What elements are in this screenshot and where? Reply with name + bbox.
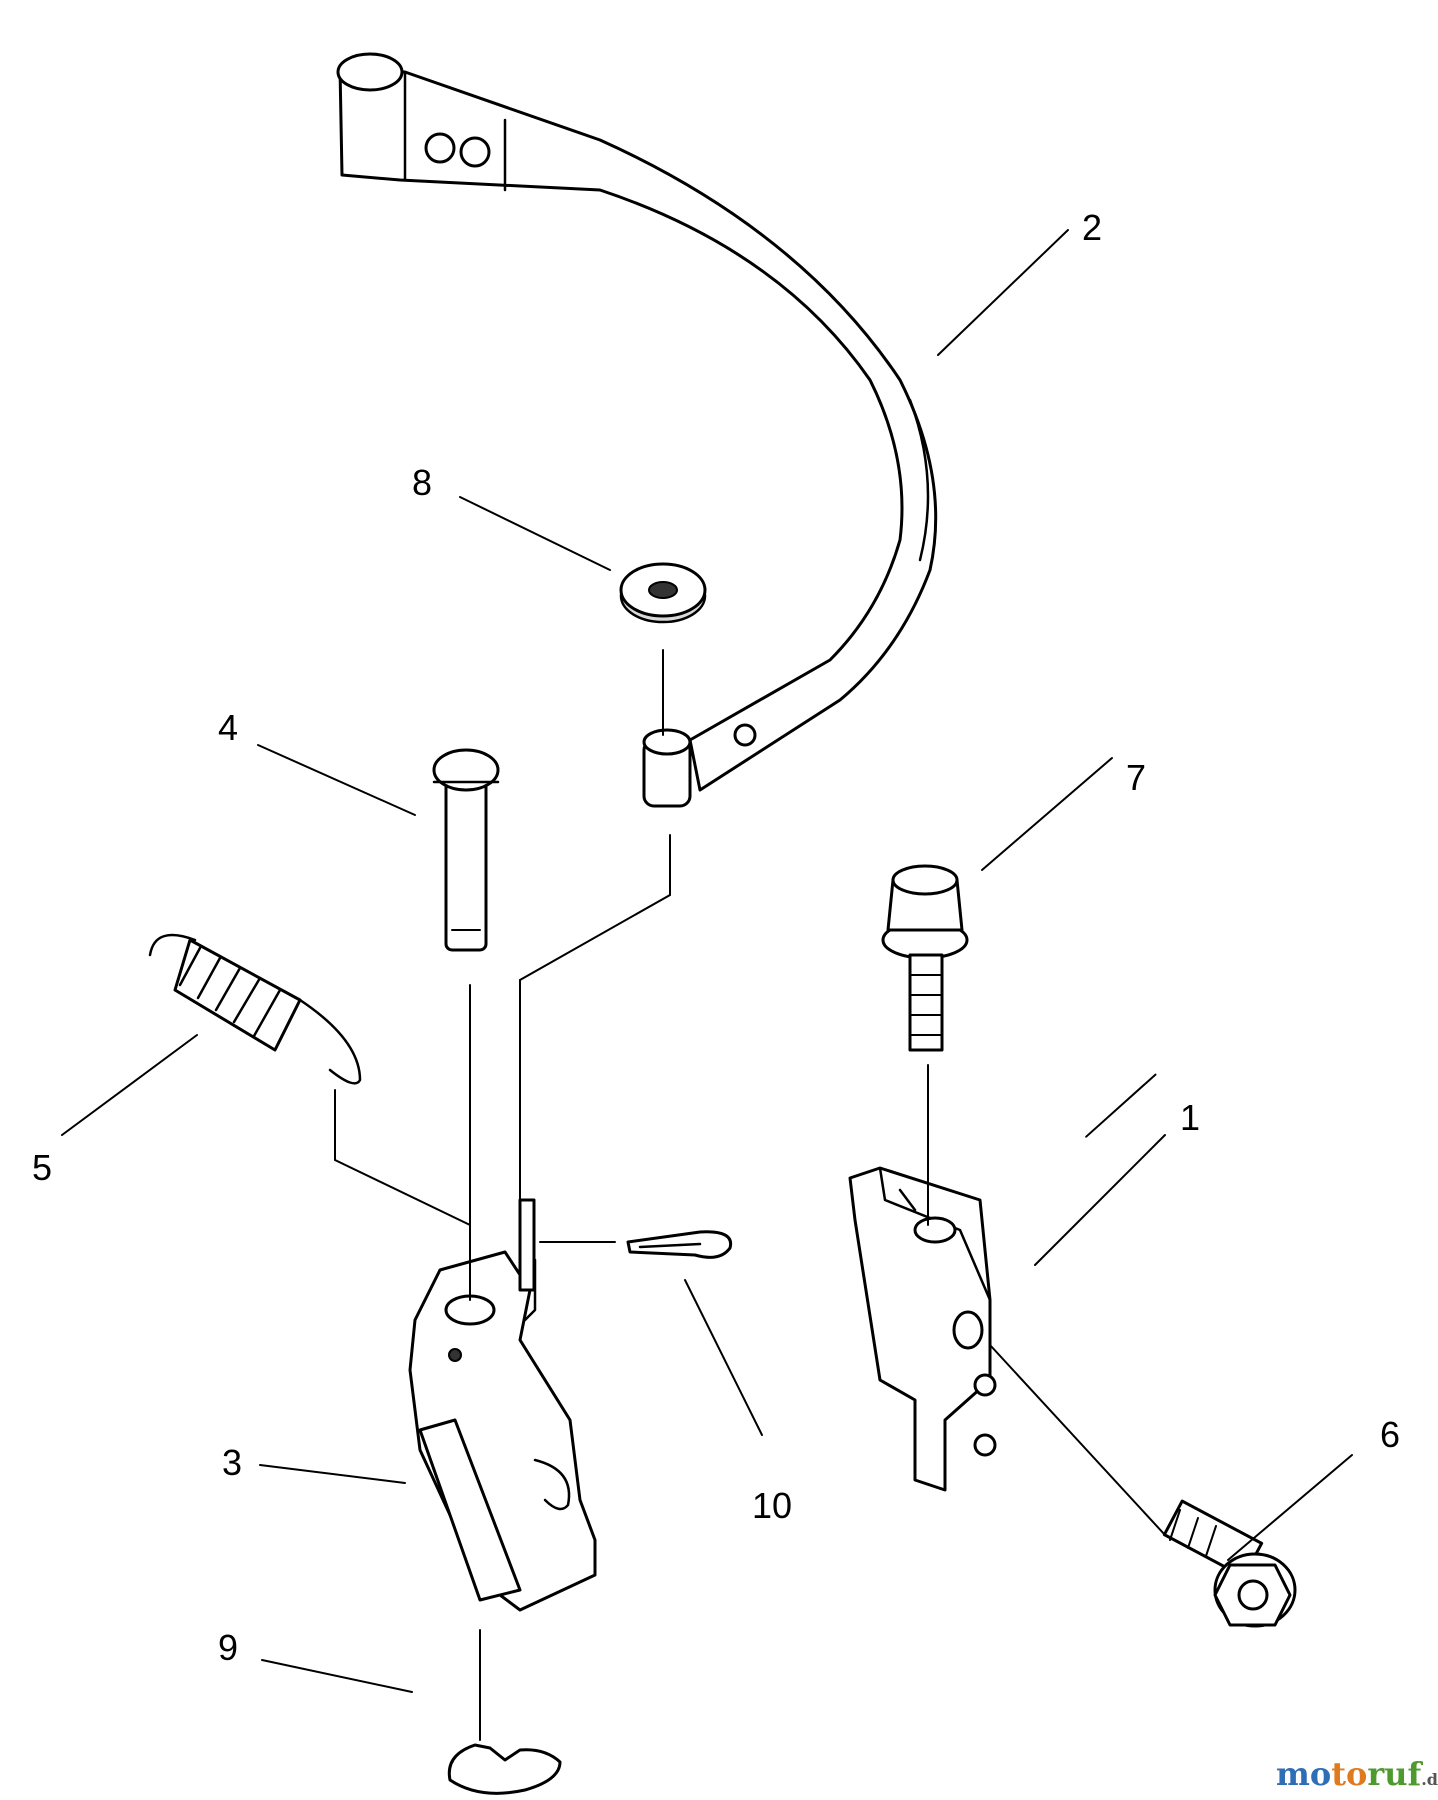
callout-2: 2 — [1082, 207, 1102, 248]
watermark-ruf: ruf — [1367, 1755, 1423, 1793]
callout-5: 5 — [32, 1147, 52, 1188]
callout-labels: 1 2 3 4 5 6 7 8 9 10 — [32, 207, 1400, 1668]
brake-lever — [408, 1198, 597, 1612]
callout-10: 10 — [752, 1485, 792, 1526]
cotter-pin — [626, 1230, 733, 1259]
callout-7: 7 — [1126, 757, 1146, 798]
e-clip — [447, 1743, 562, 1795]
watermark-to: to — [1331, 1755, 1367, 1793]
extension-spring — [148, 933, 362, 1085]
watermark-logo: motoruf.de — [1276, 1755, 1438, 1793]
hex-bolt-upper — [881, 864, 969, 1052]
assembly-lines — [334, 649, 1166, 1741]
watermark-de: .de — [1421, 1770, 1438, 1789]
callout-4: 4 — [218, 707, 238, 748]
leader-lines — [61, 229, 1353, 1693]
clevis-pin — [432, 748, 500, 952]
bracket — [848, 1166, 997, 1492]
washer — [619, 562, 707, 624]
band-pivot-sleeve — [642, 728, 692, 808]
callout-6: 6 — [1380, 1414, 1400, 1455]
callout-1: 1 — [1180, 1097, 1200, 1138]
callout-9: 9 — [218, 1627, 238, 1668]
hex-bolt-lower — [1162, 1499, 1297, 1628]
callout-8: 8 — [412, 462, 432, 503]
callout-3: 3 — [222, 1442, 242, 1483]
watermark-mo: mo — [1276, 1755, 1331, 1793]
svg-text:motoruf.de: motoruf.de — [1276, 1755, 1438, 1793]
brake-band — [336, 52, 938, 792]
